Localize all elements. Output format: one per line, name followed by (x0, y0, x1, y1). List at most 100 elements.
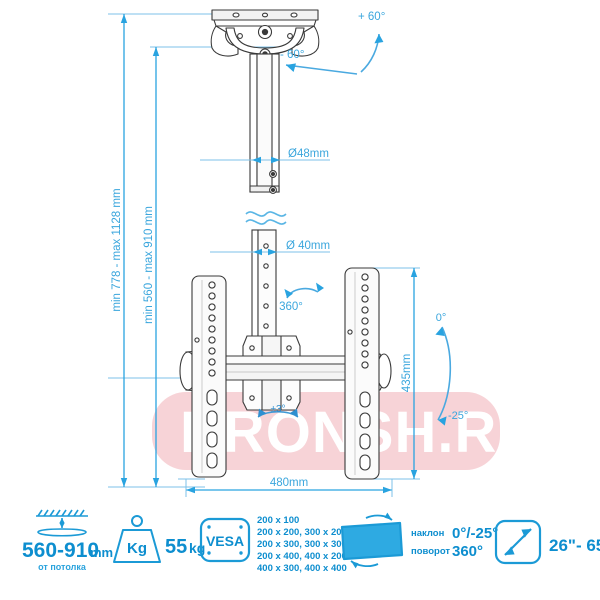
dimension-panel-width: 480mm (185, 477, 393, 497)
dimension-label-panel-width: 480mm (270, 477, 308, 489)
break-wave-bottom (245, 219, 287, 225)
yoke-left (210, 25, 239, 57)
yoke-hole-right (287, 33, 293, 39)
angle-label-tilt-zero: 0° (436, 312, 447, 324)
yoke-right (291, 25, 320, 57)
lower-tube-hole (263, 283, 269, 289)
spec-ceiling-distance: 560-910 mm от потолка (22, 509, 113, 572)
angle-label-level: ±3° (270, 404, 285, 415)
angle-label-swivel: 360° (279, 301, 303, 313)
lower-tube-hole (263, 323, 269, 329)
right-rail-hole (361, 306, 369, 314)
weight-icon (113, 515, 161, 563)
right-rail-slot (359, 412, 371, 429)
spec-motion-value-0: 0°/-25° (452, 525, 498, 542)
dimension-pole-height: min 560 - max 910 mm (143, 47, 160, 487)
vesa-plate-icon (199, 517, 251, 563)
ceiling-arc-lower (285, 64, 358, 75)
right-rail-hole (361, 339, 369, 347)
right-rail-hole (361, 295, 369, 303)
spec-vesa-badge: VESA (206, 533, 244, 549)
vesa-hole (239, 525, 243, 529)
right-rail-pin (347, 329, 353, 335)
level-arrow-right (289, 408, 298, 417)
left-rail-slot (206, 410, 218, 427)
arrow-up (152, 47, 160, 56)
arrow-down (410, 470, 418, 479)
spec-motion-value-1: 360° (452, 543, 483, 560)
spec-vesa-size-4: 400 x 300, 400 x 400 (257, 563, 347, 574)
spec-weight-icon-label: Kg (127, 540, 147, 557)
lower-tube-left-wall (251, 229, 259, 349)
rotate-arrow-bottom (351, 561, 359, 569)
spec-screen-size: 26"- 65" (494, 519, 600, 565)
callout-tube-upper: Ø48mm (200, 148, 330, 164)
left-rail-hole (208, 281, 216, 289)
callout-arrow-left (252, 156, 261, 164)
swivel-hole (286, 395, 292, 401)
dimension-label-panel-height: 435mm (401, 354, 413, 392)
callout-arrow-left (253, 248, 262, 256)
diagonal-screen-icon (494, 519, 542, 565)
plate-hole (232, 12, 240, 18)
spec-ceiling-sub: от потолка (38, 562, 87, 572)
left-rail-hole (208, 369, 216, 377)
vesa-hole (207, 551, 211, 555)
tube-bolt-lower-centre (270, 187, 276, 193)
arrow-up (120, 14, 128, 23)
callout-label-tube-upper: Ø48mm (288, 148, 329, 160)
spec-vesa-size-0: 200 x 100 (257, 515, 299, 526)
arrow-down (152, 478, 160, 487)
weight-handle (131, 515, 143, 527)
yoke-hub-bolt (261, 28, 269, 36)
arrow-left (186, 486, 195, 494)
ceiling-distance-icon (36, 509, 88, 537)
tube-bolt-upper-centre (270, 171, 276, 177)
tv-screen (340, 521, 404, 561)
left-rail-body (191, 275, 227, 478)
right-rail-hole (361, 328, 369, 336)
break-symbol (245, 211, 287, 225)
hatch (49, 509, 55, 517)
ceiling-arrow-down (286, 63, 296, 72)
spec-vesa-size-1: 200 x 200, 300 x 200 (257, 527, 347, 538)
dimension-label-total-height: min 778 - max 1128 mm (111, 188, 123, 311)
angle-label-ceiling-plus: + 60° (358, 11, 385, 23)
arrow-right (383, 486, 392, 494)
vesa-plate-outline (199, 517, 251, 563)
right-vertical-rail (344, 267, 380, 480)
spec-motion-label-0: наклон (411, 528, 445, 539)
lower-tube-hole (263, 243, 269, 249)
plate-hole (290, 12, 298, 18)
distance-arrow-up (59, 518, 65, 523)
vesa-hole (239, 551, 243, 555)
left-rail-hole (208, 314, 216, 322)
dimension-total-height: min 778 - max 1128 mm (111, 14, 128, 487)
spec-vesa: VESA 200 x 100 200 x 200, 300 x 200 200 … (199, 515, 347, 574)
angle-label-ceiling-minus: - 60° (280, 49, 304, 61)
spec-vesa-size-2: 200 x 300, 300 x 300 (257, 539, 347, 550)
vesa-hole (207, 525, 211, 529)
callout-arrow-right (268, 248, 277, 256)
right-rail-hole (361, 350, 369, 358)
left-rail-hole (208, 325, 216, 333)
left-vertical-rail (191, 275, 227, 478)
tv-rotate-icon (340, 512, 404, 569)
hatch (73, 509, 79, 517)
spec-ceiling-unit: mm (90, 545, 113, 560)
spec-motion: наклон поворот 0°/-25° 360° (340, 512, 498, 569)
left-rail-hole (208, 292, 216, 300)
tilt-arrow-bottom (438, 416, 447, 426)
right-rail-slot (359, 391, 371, 408)
dimension-label-pole-height: min 560 - max 910 mm (143, 206, 155, 324)
break-wave-top (245, 211, 287, 217)
left-rail-slot (206, 452, 218, 469)
arrow-up (410, 268, 418, 277)
left-rail-hole (208, 303, 216, 311)
spec-screen-value: 26"- 65" (549, 536, 600, 555)
yoke-hole-left (237, 33, 243, 39)
left-rail-hole (208, 347, 216, 355)
angle-tilt: 0° -25° (435, 312, 468, 426)
level-arrow-left (258, 408, 267, 417)
